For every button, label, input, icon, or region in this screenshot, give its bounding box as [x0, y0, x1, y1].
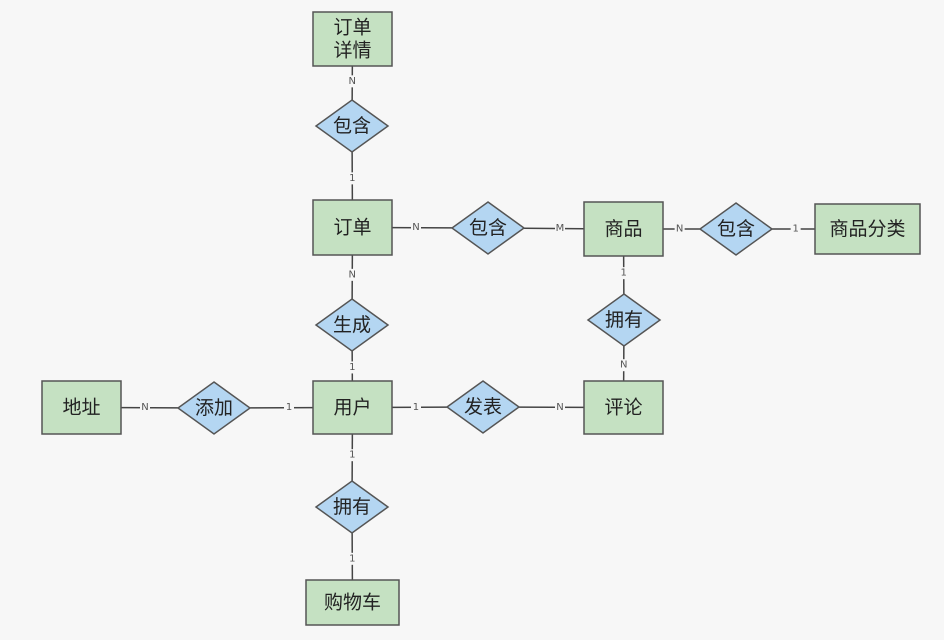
relationship-diamond [314, 298, 390, 352]
relationship-diamond [450, 201, 526, 255]
entity-label: 地址 [62, 397, 100, 419]
relationship-r_has_review[interactable]: 拥有 [586, 293, 662, 347]
relationship-r_generate[interactable]: 生成 [314, 298, 390, 352]
relationship-label: 包含 [469, 217, 507, 239]
entity-user[interactable]: 用户 [312, 380, 393, 435]
cardinality-label: 1 [349, 553, 355, 564]
entity-label: 订单 [333, 17, 371, 39]
cardinality-label: 1 [286, 402, 292, 413]
cardinality-bg [618, 267, 629, 280]
cardinality-bg [347, 361, 358, 374]
cardinality-label: 1 [349, 450, 355, 461]
cardinality-label: M [556, 223, 565, 234]
relationship-label: 添加 [195, 397, 233, 419]
relationship-diamond [445, 380, 521, 434]
relationship-r_contains_product[interactable]: 包含 [450, 201, 526, 255]
cardinality-bg [347, 552, 358, 565]
entity-box [583, 201, 664, 257]
entity-order[interactable]: 订单 [312, 199, 393, 256]
relationship-label: 发表 [464, 396, 502, 418]
cardinality-label: N [349, 76, 356, 87]
entity-cart[interactable]: 购物车 [305, 579, 400, 626]
cardinality-bg [347, 75, 358, 88]
relationship-diamond [314, 99, 390, 153]
nodes-layer: 订单详情订单商品商品分类用户地址评论购物车包含包含包含生成拥有添加发表拥有 [41, 11, 921, 626]
cardinality-bg [139, 401, 150, 414]
relationship-r_has_cart[interactable]: 拥有 [314, 480, 390, 534]
cardinality-label: N [412, 222, 419, 233]
cardinality-bg [284, 401, 295, 414]
relationship-r_contains_detail[interactable]: 包含 [314, 99, 390, 153]
cardinality-bg [790, 223, 801, 235]
cardinality-bg [347, 268, 358, 281]
cardinality-bg [674, 223, 685, 235]
entity-box [814, 203, 921, 255]
relationship-label: 包含 [333, 115, 371, 137]
entity-label: 购物车 [324, 592, 381, 614]
relationship-r_publish[interactable]: 发表 [445, 380, 521, 434]
entity-label: 评论 [604, 397, 642, 419]
cardinality-bg [410, 221, 421, 234]
cardinality-label: N [676, 224, 683, 235]
cardinality-label: 1 [349, 173, 355, 184]
entity-box [312, 199, 393, 256]
relationship-label: 拥有 [333, 496, 371, 518]
cardinality-bg [555, 222, 566, 235]
entity-box [312, 380, 393, 435]
entity-box [41, 380, 122, 435]
cardinality-label: 1 [792, 224, 798, 235]
relationship-label: 生成 [333, 314, 371, 336]
relationship-label: 包含 [717, 218, 755, 240]
cardinality-bg [347, 449, 358, 462]
entity-box [305, 579, 400, 626]
cardinality-label: 1 [413, 402, 419, 413]
entity-address[interactable]: 地址 [41, 380, 122, 435]
entity-review[interactable]: 评论 [583, 380, 664, 435]
cardinality-label: N [556, 402, 563, 413]
entity-box [583, 380, 664, 435]
entity-label: 订单 [333, 217, 371, 239]
entity-product[interactable]: 商品 [583, 201, 664, 257]
cardinality-label: N [141, 402, 148, 413]
cardinality-bg [410, 401, 421, 414]
cardinality-bg [347, 172, 358, 185]
relationship-diamond [314, 480, 390, 534]
relationship-label: 拥有 [605, 309, 643, 331]
cardinality-label: 1 [621, 268, 627, 279]
cardinality-label: 1 [349, 362, 355, 373]
cardinality-label: N [349, 269, 356, 280]
relationship-r_add[interactable]: 添加 [176, 381, 252, 435]
relationship-diamond [586, 293, 662, 347]
cardinality-label: N [620, 360, 627, 371]
entity-label: 商品分类 [829, 218, 905, 240]
entity-category[interactable]: 商品分类 [814, 203, 921, 255]
relationship-r_contains_category[interactable]: 包含 [698, 202, 774, 256]
entity-label: 用户 [333, 397, 371, 419]
cardinality-bg [555, 401, 566, 414]
entity-box [312, 11, 393, 67]
entity-label: 详情 [333, 40, 371, 62]
cardinality-bg [618, 359, 629, 372]
entity-label: 商品 [604, 218, 642, 240]
relationship-diamond [176, 381, 252, 435]
edges-layer [120, 65, 815, 581]
relationship-diamond [698, 202, 774, 256]
